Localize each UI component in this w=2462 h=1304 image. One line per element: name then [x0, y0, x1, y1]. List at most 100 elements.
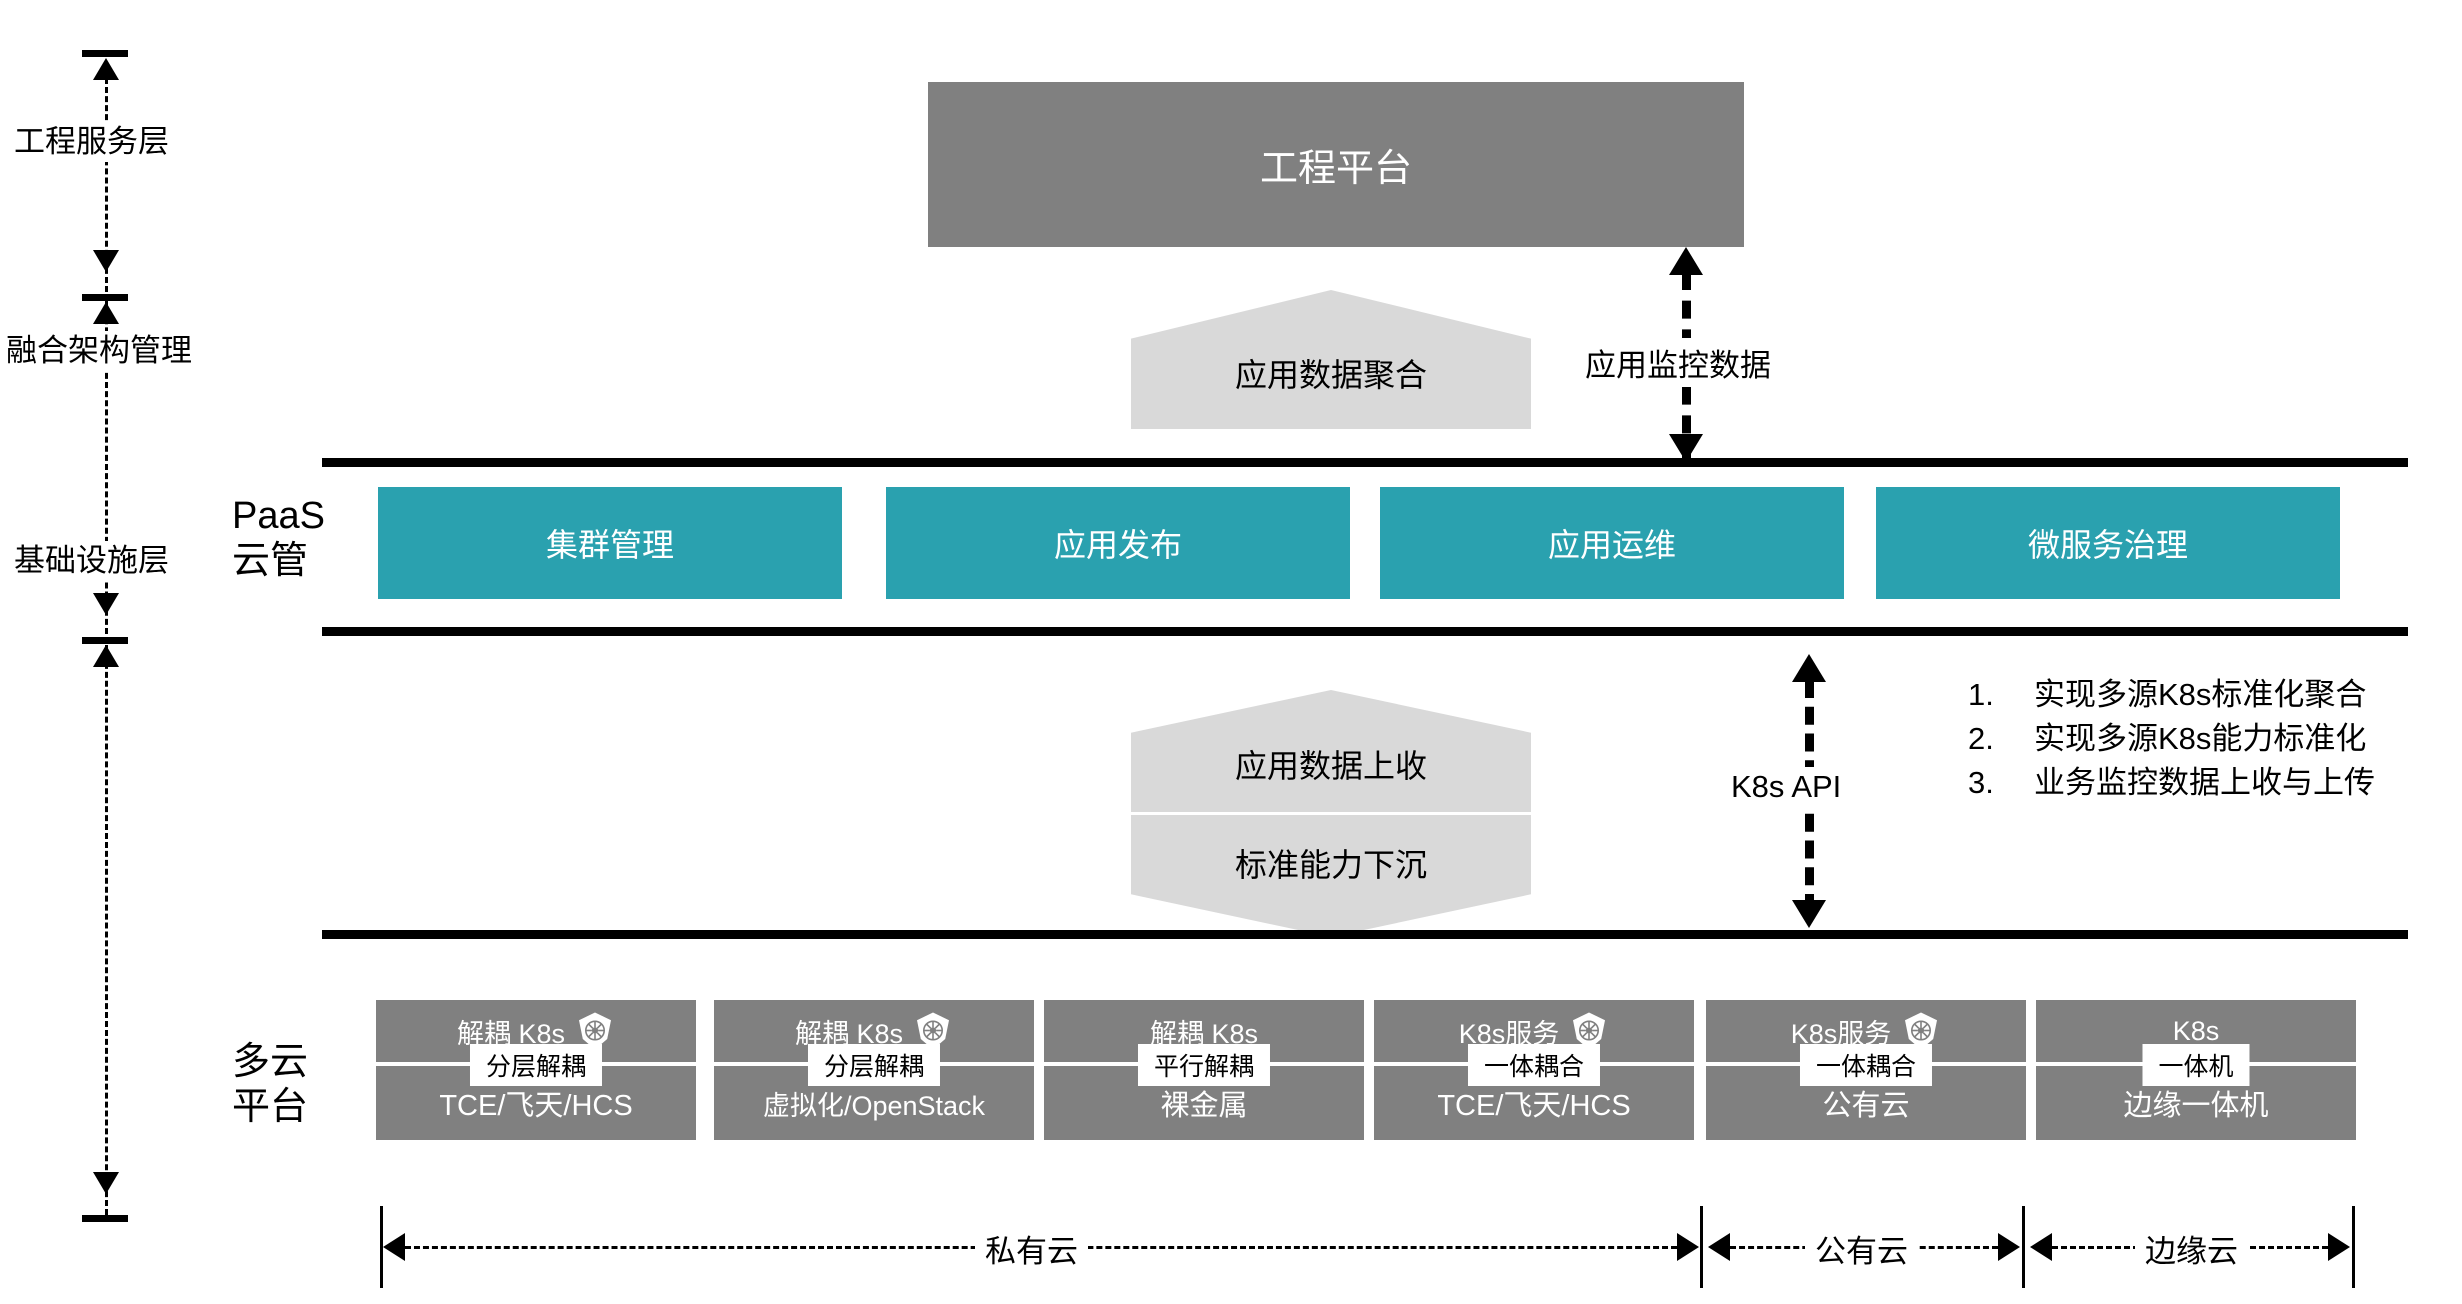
platform-bottom-label-1: 虚拟化/OpenStack — [762, 1090, 986, 1121]
divider-rule-bottom — [322, 930, 2408, 939]
platform-badge-3: 一体耦合 — [1467, 1044, 1601, 1086]
arrow-head-up-monitoring — [1669, 247, 1703, 275]
axis-dash-1 — [105, 78, 108, 292]
platform-bottom-label-3: TCE/飞天/HCS — [1437, 1090, 1631, 1122]
platform-card-baremetal[interactable]: 解耦 K8s 平行解耦 裸金属 — [1044, 1000, 1364, 1140]
kubernetes-icon — [913, 1011, 953, 1051]
axis-dash-3 — [105, 645, 108, 1215]
paas-module-label-1: 应用发布 — [1053, 527, 1182, 563]
axis-label-infrastructure: 基础设施层 — [8, 541, 175, 582]
paas-row-label: PaaS 云管 — [232, 495, 325, 582]
paas-module-app-operations[interactable]: 应用运维 — [1380, 487, 1844, 599]
platform-card-toprow-3: K8s服务 — [1374, 1000, 1694, 1062]
axis-dash-2 — [105, 300, 108, 634]
scale-arrow-left-2 — [2030, 1233, 2052, 1261]
pentagon-label-2: 标准能力下沉 — [1234, 847, 1427, 883]
arrow-head-up-k8sapi — [1792, 654, 1826, 682]
platform-card-toprow-2: 解耦 K8s — [1044, 1000, 1364, 1062]
note-item-1: 1. 实现多源K8s标准化聚合 — [1968, 673, 2375, 717]
platform-top-label-1: 解耦 K8s — [794, 1018, 904, 1049]
pentagon-standard-capability-sinking: 标准能力下沉 — [1131, 815, 1531, 937]
note-text-1: 实现多源K8s标准化聚合 — [2034, 677, 2367, 712]
platform-badge-2: 平行解耦 — [1137, 1044, 1271, 1086]
platform-top-label-3: K8s服务 — [1458, 1018, 1560, 1049]
platform-top-label-0: 解耦 K8s — [456, 1018, 566, 1049]
platform-top-label-2: 解耦 K8s — [1149, 1018, 1259, 1049]
platform-card-tce-decoupled[interactable]: 解耦 K8s — [376, 1000, 696, 1140]
paas-module-label-0: 集群管理 — [545, 527, 674, 563]
platform-card-toprow-1: 解耦 K8s — [714, 1000, 1034, 1062]
arrow-label-k8s-api: K8s API — [1726, 767, 1847, 807]
axis-arrow-up-2 — [93, 302, 119, 324]
scale-arrow-left-1 — [1708, 1233, 1730, 1261]
divider-rule-top — [322, 458, 2408, 467]
platform-card-toprow-4: K8s服务 — [1706, 1000, 2026, 1062]
platform-bottom-label-4: 公有云 — [1822, 1090, 1910, 1122]
platform-card-tce-k8s-service[interactable]: K8s服务 — [1374, 1000, 1694, 1140]
note-item-2: 2. 实现多源K8s能力标准化 — [1968, 717, 2375, 761]
pentagon-label-1: 应用数据上收 — [1234, 748, 1427, 784]
scale-tick-2 — [2022, 1206, 2025, 1288]
platform-badge-0: 分层解耦 — [469, 1044, 603, 1086]
note-item-3: 3. 业务监控数据上收与上传 — [1968, 761, 2375, 805]
platform-bottom-label-5: 边缘一体机 — [2123, 1090, 2269, 1122]
platform-card-toprow-5: K8s — [2036, 1000, 2356, 1062]
axis-arrow-down-1 — [93, 250, 119, 272]
platform-card-openstack-decoupled[interactable]: 解耦 K8s — [714, 1000, 1034, 1140]
scale-label-public-cloud: 公有云 — [1805, 1226, 1918, 1271]
note-number-2: 2. — [1968, 721, 1994, 757]
scale-tick-1 — [1700, 1206, 1703, 1288]
scale-tick-3 — [2352, 1206, 2355, 1288]
pentagon-app-data-collection: 应用数据上收 — [1131, 690, 1531, 812]
note-text-2: 实现多源K8s能力标准化 — [2034, 721, 2367, 757]
arrow-head-down-monitoring — [1669, 434, 1703, 462]
pentagon-app-data-aggregation: 应用数据聚合 — [1131, 290, 1531, 429]
paas-module-microservice-governance[interactable]: 微服务治理 — [1876, 487, 2340, 599]
scale-label-private-cloud: 私有云 — [975, 1226, 1088, 1271]
kubernetes-icon — [1901, 1011, 1941, 1051]
arrow-label-app-monitoring-data: 应用监控数据 — [1580, 338, 1776, 387]
platform-top-label-5: K8s — [2172, 1015, 2220, 1046]
scale-tick-0 — [380, 1206, 383, 1288]
platform-badge-1: 分层解耦 — [807, 1044, 941, 1086]
pentagon-label-0: 应用数据聚合 — [1234, 356, 1427, 393]
axis-cap-1 — [82, 294, 128, 301]
platform-top-label-4: K8s服务 — [1790, 1018, 1892, 1049]
arrow-head-down-k8sapi — [1792, 900, 1826, 928]
kubernetes-icon — [1569, 1011, 1609, 1051]
scale-label-edge-cloud: 边缘云 — [2135, 1226, 2248, 1271]
axis-cap-2 — [82, 637, 128, 644]
axis-arrow-up-3 — [93, 645, 119, 667]
axis-cap-top — [82, 50, 128, 57]
axis-arrow-down-3 — [93, 1172, 119, 1194]
platform-card-public-cloud[interactable]: K8s服务 — [1706, 1000, 2026, 1140]
scale-arrow-right-1 — [1998, 1233, 2020, 1261]
paas-module-app-release[interactable]: 应用发布 — [886, 487, 1350, 599]
scale-arrow-left-0 — [383, 1233, 405, 1261]
kubernetes-icon — [575, 1011, 615, 1051]
notes-list: 1. 实现多源K8s标准化聚合 2. 实现多源K8s能力标准化 3. 业务监控数… — [1968, 673, 2375, 805]
engineering-platform-box[interactable]: 工程平台 — [928, 82, 1744, 247]
platform-card-edge-appliance[interactable]: K8s 一体机 边缘一体机 — [2036, 1000, 2356, 1140]
paas-module-cluster-management[interactable]: 集群管理 — [378, 487, 842, 599]
axis-label-engineering-service: 工程服务层 — [8, 122, 175, 163]
platform-bottom-label-0: TCE/飞天/HCS — [439, 1090, 633, 1122]
note-number-3: 3. — [1968, 765, 1994, 801]
note-number-1: 1. — [1968, 677, 1994, 712]
paas-module-label-2: 应用运维 — [1547, 527, 1676, 563]
note-text-3: 业务监控数据上收与上传 — [2034, 765, 2375, 801]
engineering-platform-label: 工程平台 — [1259, 148, 1412, 190]
axis-label-converged-architecture: 融合架构管理 — [0, 331, 198, 372]
scale-arrow-right-2 — [2328, 1233, 2350, 1261]
platform-card-toprow-0: 解耦 K8s — [376, 1000, 696, 1062]
scale-arrow-right-0 — [1677, 1233, 1699, 1261]
platform-badge-5: 一体机 — [2142, 1044, 2250, 1086]
paas-module-label-3: 微服务治理 — [2027, 527, 2188, 563]
multicloud-row-label: 多云 平台 — [232, 1041, 309, 1128]
axis-arrow-up-1 — [93, 58, 119, 80]
axis-cap-bottom — [82, 1215, 128, 1222]
platform-badge-4: 一体耦合 — [1799, 1044, 1933, 1086]
divider-rule-middle — [322, 627, 2408, 636]
platform-bottom-label-2: 裸金属 — [1160, 1090, 1248, 1122]
